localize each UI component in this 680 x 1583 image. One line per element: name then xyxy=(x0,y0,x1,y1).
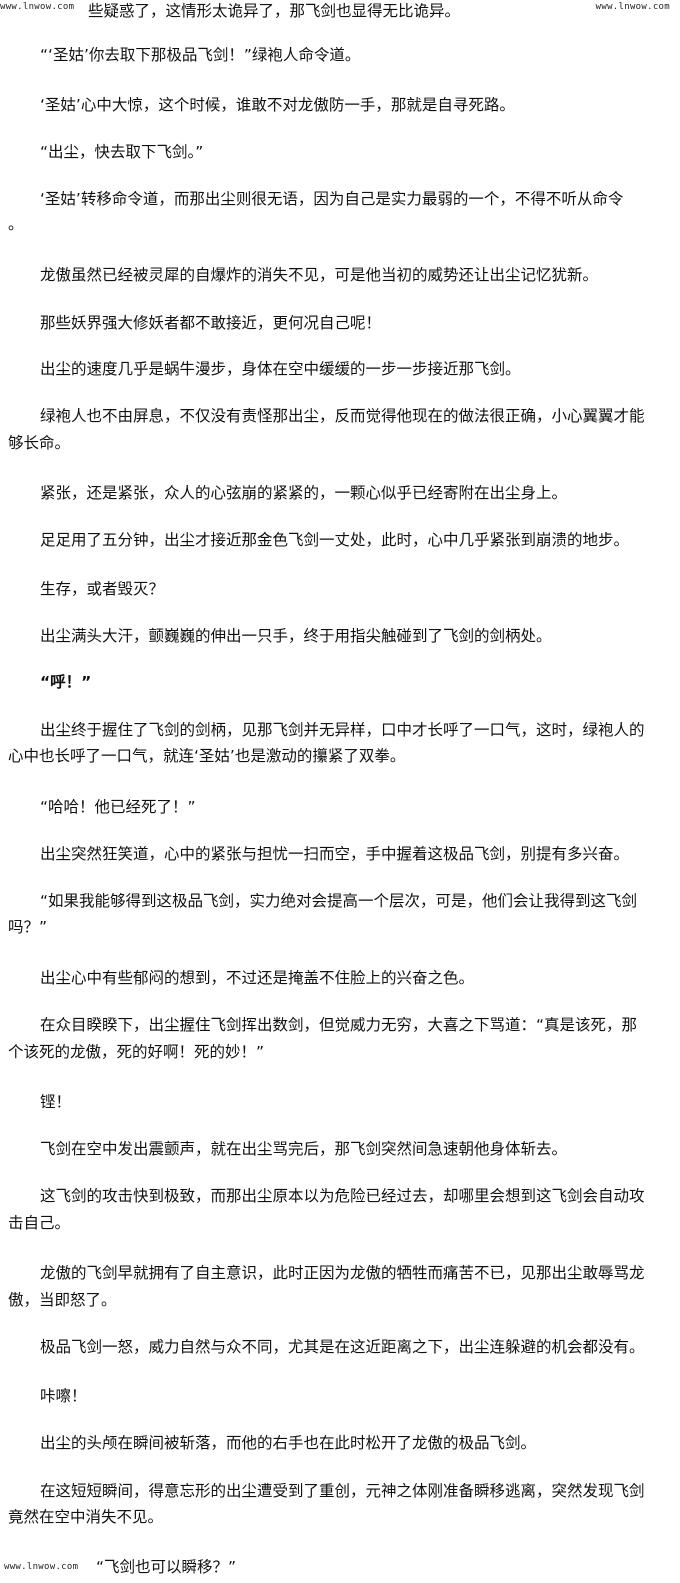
watermark-bottom-left: www.lnwow.com xyxy=(4,1562,79,1572)
paragraph-line: 傲，当即怒了。 xyxy=(8,1291,117,1309)
paragraph-line: 个该死的龙傲，死的好啊！死的妙！” xyxy=(8,1043,265,1061)
paragraph-line: 。 xyxy=(8,215,24,233)
paragraph-line: 咔嚓！ xyxy=(40,1387,87,1405)
watermark-top-left: www.lnwow.com xyxy=(0,2,75,12)
paragraph-line: 生存，或者毁灭？ xyxy=(40,580,165,598)
paragraph-line: 那些妖界强大修妖者都不敢接近，更何况自己呢！ xyxy=(40,314,382,332)
paragraph-line: 飞剑在空中发出震颤声，就在出尘骂完后，那飞剑突然间急速朝他身体斩去。 xyxy=(40,1140,568,1158)
paragraph-line: 这飞剑的攻击快到极致，而那出尘原本以为危险已经过去，却哪里会想到这飞剑会自动攻 xyxy=(40,1187,645,1205)
paragraph-line: 极品飞剑一怒，威力自然与众不同，尤其是在这近距离之下，出尘连躲避的机会都没有。 xyxy=(40,1338,645,1356)
paragraph-line: 铿！ xyxy=(40,1093,72,1111)
paragraph-line: 吗？” xyxy=(8,918,48,936)
paragraph-line: “呼！” xyxy=(40,673,92,691)
paragraph-line: 绿袍人也不由屏息，不仅没有责怪那出尘，反而觉得他现在的做法很正确，小心翼翼才能 xyxy=(40,407,645,425)
paragraph-line: 出尘满头大汗，颤巍巍的伸出一只手，终于用指尖触碰到了飞剑的剑柄处。 xyxy=(40,627,552,645)
paragraph-line: 击自己。 xyxy=(8,1214,71,1232)
paragraph-line: 些疑惑了，这情形太诡异了，那飞剑也显得无比诡异。 xyxy=(88,2,461,20)
paragraph-line: ‘圣姑’转移命令道，而那出尘则很无语，因为自己是实力最弱的一个，不得不听从命令 xyxy=(40,190,624,208)
paragraph-line: 心中也长呼了一口气，就连‘圣姑’也是激动的攥紧了双拳。 xyxy=(8,747,406,765)
paragraph-line: 出尘心中有些郁闷的想到，不过还是掩盖不住脸上的兴奋之色。 xyxy=(40,969,475,987)
paragraph-line: 在众目睽睽下，出尘握住飞剑挥出数剑，但觉威力无穷，大喜之下骂道：“真是该死，那 xyxy=(40,1016,638,1034)
paragraph-line: 紧张，还是紧张，众人的心弦崩的紧紧的，一颗心似乎已经寄附在出尘身上。 xyxy=(40,484,568,502)
paragraph-line: “哈哈！他已经死了！” xyxy=(40,798,196,816)
paragraph-line: 出尘的头颅在瞬间被斩落，而他的右手也在此时松开了龙傲的极品飞剑。 xyxy=(40,1434,537,1452)
paragraph-line: 出尘的速度几乎是蜗牛漫步，身体在空中缓缓的一步一步接近那飞剑。 xyxy=(40,360,521,378)
paragraph-line: ‘圣姑’心中大惊，这个时候，谁敢不对龙傲防一手，那就是自寻死路。 xyxy=(40,96,515,114)
paragraph-line: “‘圣姑’你去取下那极品飞剑！”绿袍人命令道。 xyxy=(40,46,361,64)
paragraph-line: 够长命。 xyxy=(8,434,71,452)
paragraph-line: 出尘突然狂笑道，心中的紧张与担忧一扫而空，手中握着这极品飞剑，别提有多兴奋。 xyxy=(40,845,630,863)
paragraph-line: 出尘终于握住了飞剑的剑柄，见那飞剑并无异样，口中才长呼了一口气，这时，绿袍人的 xyxy=(40,721,645,739)
paragraph-line: 龙傲的飞剑早就拥有了自主意识，此时正因为龙傲的牺牲而痛苦不已，见那出尘敢辱骂龙 xyxy=(40,1264,645,1282)
paragraph-line: 在这短短瞬间，得意忘形的出尘遭受到了重创，元神之体刚准备瞬移逃离，突然发现飞剑 xyxy=(40,1482,645,1500)
paragraph-line: “飞剑也可以瞬移？” xyxy=(96,1558,237,1576)
paragraph-line: 龙傲虽然已经被灵犀的自爆炸的消失不见，可是他当初的威势还让出尘记忆犹新。 xyxy=(40,266,599,284)
paragraph-line: “出尘，快去取下飞剑。” xyxy=(40,143,204,161)
paragraph-line: 足足用了五分钟，出尘才接近那金色飞剑一丈处，此时，心中几乎紧张到崩溃的地步。 xyxy=(40,531,630,549)
paragraph-line: 竟然在空中消失不见。 xyxy=(8,1508,164,1526)
paragraph-line: “如果我能够得到这极品飞剑，实力绝对会提高一个层次，可是，他们会让我得到这飞剑 xyxy=(40,892,638,910)
watermark-top-right: www.lnwow.com xyxy=(595,2,670,12)
